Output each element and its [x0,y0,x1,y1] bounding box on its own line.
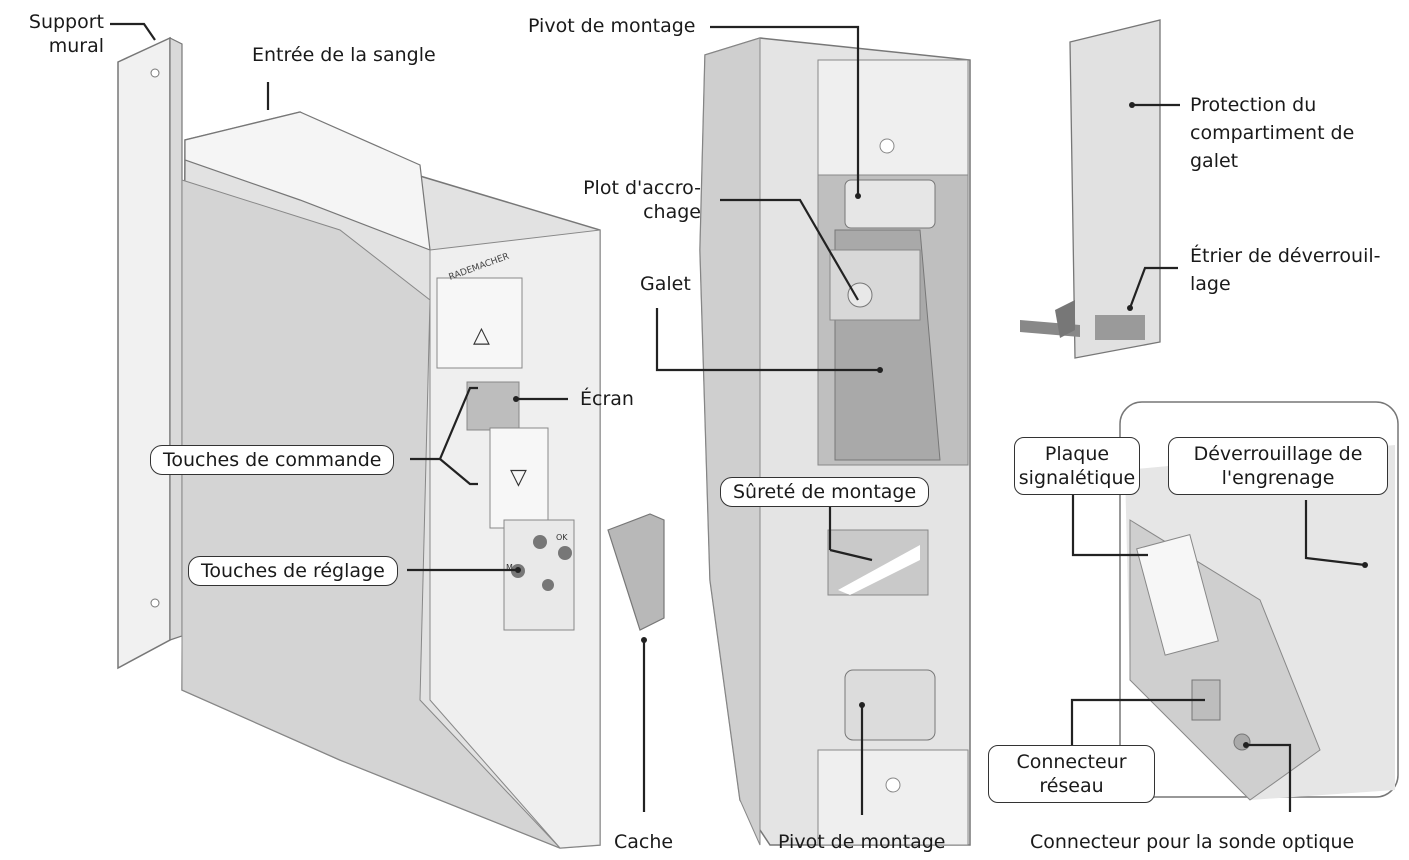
up-arrow-glyph: △ [473,323,490,348]
leader-plot [720,198,859,301]
leader-dot-reglage [515,567,521,573]
label-deverrouillage-line-1: Déverrouillage de [1193,443,1363,465]
leader-support-mural [110,22,156,41]
label-etrier-line-1: Étrier de déverrouil- [1190,245,1381,267]
label-plot-line-2: chage [643,201,701,223]
label-connecteur-reseau-line-2: réseau [1039,775,1104,797]
leader-lines [110,22,1366,815]
leader-dot-ecran [513,396,519,402]
label-cache: Cache [614,831,674,853]
label-deverrouillage-engrenage: Déverrouillage de l'engrenage [1168,437,1388,495]
label-deverrouillage-line-2: l'engrenage [1221,467,1335,489]
label-connecteur-sonde: Connecteur pour la sonde optique [1030,831,1355,853]
label-pivot-montage-top: Pivot de montage [528,15,696,37]
leader-dot-galet [877,367,883,373]
label-support-mural-line-1: Support [28,11,104,33]
label-connecteur-reseau: Connecteur réseau [988,745,1155,803]
label-entree-sangle: Entrée de la sangle [252,44,436,66]
leader-dot-pivot-bottom [859,702,865,708]
leader-touches-commande-2 [439,458,478,486]
leader-dot-deverrouillage [1362,562,1368,568]
leader-surete-2 [829,548,873,562]
leader-dot-etrier [1127,305,1133,311]
cache-cover [607,513,665,631]
label-protection-compartiment: Protection du compartiment de galet [1190,93,1354,173]
label-etrier-line-2: lage [1190,273,1231,295]
protection-part [1020,19,1161,359]
label-pivot-montage-bottom: Pivot de montage [778,831,946,853]
leader-dot-protection [1129,102,1135,108]
leader-etrier [1128,266,1178,309]
key-m-text: M [506,563,513,572]
key-ok-text: OK [556,533,568,542]
label-plaque-line-2: signalétique [1018,467,1136,489]
leader-touches-commande [410,386,478,461]
middle-housing [699,37,971,846]
label-etrier-deverrouillage: Étrier de déverrouil- lage [1190,244,1381,296]
label-support-mural: Support mural [18,10,104,58]
leader-connecteur-sonde [1246,743,1292,812]
label-connecteur-reseau-line-1: Connecteur [1016,751,1127,773]
leader-deverrouillage [1304,500,1366,567]
leader-pivot-top [710,25,860,196]
leader-plaque [1071,495,1148,557]
label-protection-line-1: Protection du [1190,94,1317,116]
label-touches-commande: Touches de commande [150,445,395,475]
label-plot-line-1: Plot d'accro- [583,177,701,199]
label-support-mural-line-2: mural [48,35,104,57]
wall-bracket [117,36,183,670]
label-plaque-line-1: Plaque [1044,443,1110,465]
left-housing [181,111,601,849]
label-galet: Galet [640,273,691,295]
label-protection-line-2: compartiment de [1190,122,1355,144]
leader-dot-sonde [1243,742,1249,748]
leader-connecteur-reseau [1070,698,1205,750]
label-protection-line-3: galet [1190,150,1239,172]
leader-dot-cache [641,637,647,643]
leader-galet [655,308,880,372]
down-arrow-glyph: ▽ [510,465,527,490]
label-plot-accrochage: Plot d'accro- chage [575,176,701,224]
inset-device [1125,445,1395,801]
label-plaque-signaletique: Plaque signalétique [1014,437,1140,495]
leader-dot-pivot-top [855,193,861,199]
label-surete-montage: Sûreté de montage [720,477,930,507]
label-ecran: Écran [580,388,634,410]
label-touches-reglage: Touches de réglage [188,556,398,586]
